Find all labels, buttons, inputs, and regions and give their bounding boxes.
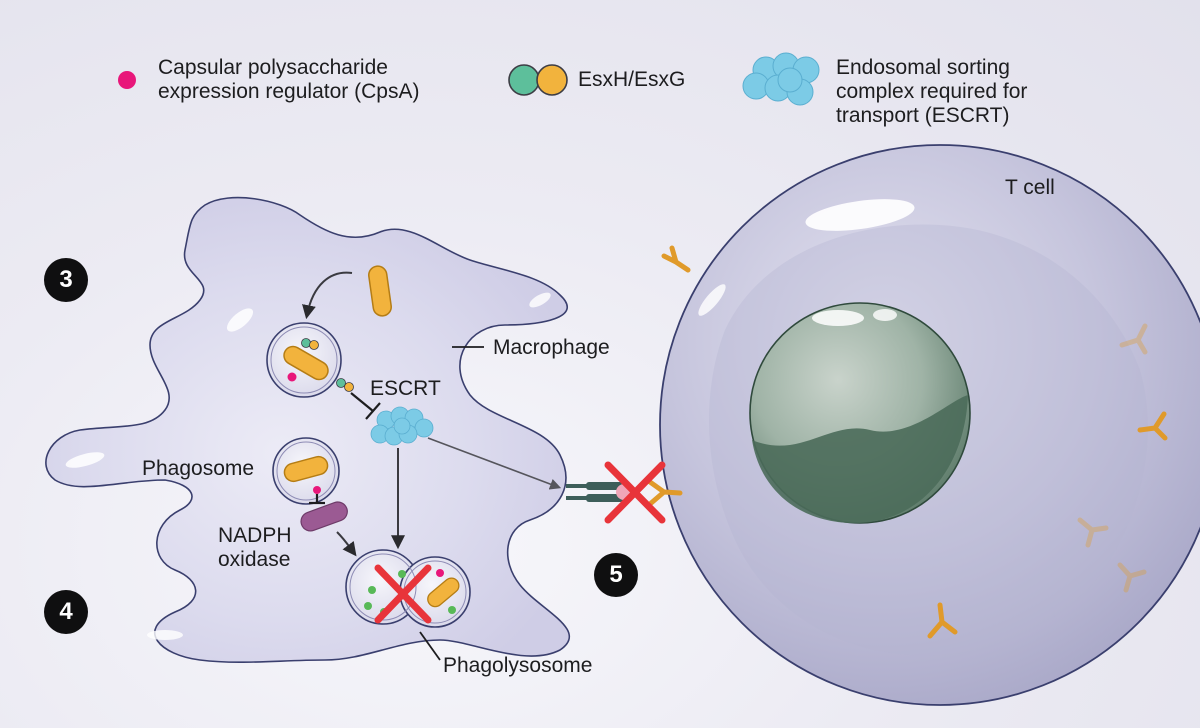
nadph-oxidase-label: NADPH oxidase	[218, 524, 292, 572]
phagolysosome-label: Phagolysosome	[443, 654, 593, 677]
legend-cpsa-line1: Capsular polysaccharide	[158, 56, 388, 79]
legend-cpsa-label: Capsular polysaccharide expression regul…	[158, 56, 419, 104]
t-cell-label: T cell	[1005, 176, 1055, 199]
nadph-to-phagolysosome-arrow	[336, 531, 357, 557]
secreted-esxg	[344, 382, 354, 392]
uptake-arrow	[302, 271, 353, 320]
phagosome-label: Phagosome	[142, 457, 255, 480]
esxg-marker	[309, 340, 319, 350]
engaging-receptor	[647, 479, 683, 507]
entering-bacterium	[368, 265, 392, 317]
escrt-legend-icon	[742, 52, 820, 106]
phagosome-bacterium	[283, 455, 329, 483]
t-cell-receptor	[1117, 562, 1147, 593]
legend-cpsa-line2: expression regulator (CpsA)	[158, 80, 420, 103]
cpsa-marker	[313, 486, 321, 494]
secreted-esxh	[336, 378, 346, 388]
blocked-presentation-cross	[604, 461, 666, 524]
macrophage-highlight	[65, 452, 105, 468]
esxh-esxg-legend-icon	[508, 64, 568, 96]
step-5-badge: 5	[594, 553, 638, 597]
escrt-label: ESCRT	[370, 377, 441, 400]
legend-esx-label: EsxH/EsxG	[578, 68, 685, 92]
cpsa-marker	[287, 372, 297, 382]
nadph-line2: oxidase	[218, 548, 291, 571]
escrt-cluster	[370, 406, 434, 446]
phagosome-bacterium	[283, 345, 329, 381]
macrophage-cell	[45, 196, 571, 664]
esxh-marker	[301, 338, 311, 348]
t-cell-receptor	[661, 245, 691, 273]
t-cell-highlight	[805, 199, 915, 231]
macrophage-highlight	[529, 292, 551, 308]
mhc-complex	[566, 482, 632, 502]
nadph-oxidase	[300, 501, 348, 532]
phagolysosome-pointer	[419, 631, 441, 661]
t-cell-highlight	[698, 284, 726, 316]
t-cell-receptor	[1137, 411, 1168, 441]
macrophage-highlight	[226, 308, 254, 332]
legend-escrt-line2: complex required for	[836, 80, 1028, 103]
legend-escrt-label: Endosomal sorting complex required for t…	[836, 56, 1027, 128]
nadph-line1: NADPH	[218, 524, 292, 547]
step-4-badge: 4	[44, 590, 88, 634]
t-cell-receptor	[1077, 517, 1109, 548]
legend-escrt-line3: transport (ESCRT)	[836, 104, 1010, 127]
macrophage-highlight	[147, 630, 183, 640]
esx-inhibits-escrt	[350, 392, 374, 412]
macrophage-label: Macrophage	[493, 336, 610, 359]
cpsa-legend-icon	[118, 71, 136, 89]
t-cell-receptor	[927, 602, 958, 639]
t-cell-receptor	[1119, 323, 1148, 355]
legend-escrt-line1: Endosomal sorting	[836, 56, 1010, 79]
escrt-to-presentation-arrow	[427, 437, 562, 490]
blocked-phagolysosome-cross	[374, 564, 432, 624]
legend-esx-line1: EsxH/EsxG	[578, 68, 686, 91]
step-3-badge: 3	[44, 258, 88, 302]
